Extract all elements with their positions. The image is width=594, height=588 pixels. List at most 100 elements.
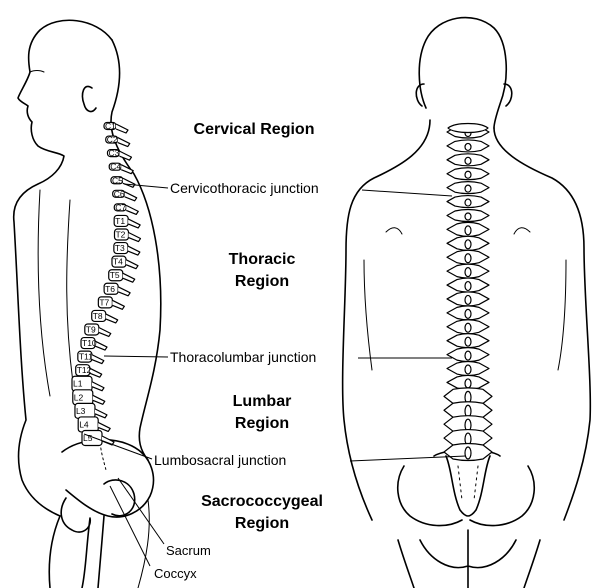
posterior-pelvis bbox=[398, 450, 535, 526]
posterior-head-outline bbox=[419, 18, 506, 128]
posterior-sacrum bbox=[446, 456, 490, 516]
lateral-spinous-process bbox=[128, 233, 140, 242]
thoracolumbar-leader-left bbox=[104, 356, 168, 357]
posterior-spinous-process bbox=[465, 351, 471, 360]
posterior-spinous-process bbox=[465, 226, 471, 235]
lateral-spinous-process bbox=[125, 192, 137, 201]
lateral-spinous-process bbox=[128, 219, 140, 228]
sacrum-label: Sacrum bbox=[166, 543, 211, 558]
sacrococcygeal-region-label-1: Sacrococcygeal bbox=[201, 493, 323, 510]
lumbar-region-label-2: Region bbox=[235, 415, 289, 432]
lateral-spinous-process bbox=[92, 382, 104, 391]
lateral-arm bbox=[38, 190, 74, 396]
vertebra-label-t12: T12 bbox=[77, 365, 92, 375]
vertebra-label-c7: C7 bbox=[115, 202, 126, 212]
lateral-spinous-process bbox=[119, 151, 131, 160]
posterior-spinous-process bbox=[465, 447, 471, 459]
vertebra-label-l2: L2 bbox=[74, 392, 84, 402]
posterior-legs bbox=[398, 540, 540, 588]
vertebra-label-t5: T5 bbox=[110, 270, 120, 280]
lateral-spinous-process bbox=[95, 409, 107, 418]
posterior-scapula-right bbox=[514, 228, 530, 234]
posterior-spinous-process bbox=[465, 365, 471, 374]
lateral-view: C1C2C3C4C5C6C7T1T2T3T4T5T6T7T8T9T10T11T1… bbox=[14, 20, 161, 588]
lateral-vertebra-labels: C1C2C3C4C5C6C7T1T2T3T4T5T6T7T8T9T10T11T1… bbox=[73, 121, 126, 443]
lateral-spinous-process bbox=[126, 260, 138, 269]
vertebra-label-t4: T4 bbox=[113, 257, 123, 267]
sacrococcygeal-region-label-2: Region bbox=[235, 515, 289, 532]
lateral-spinous-process bbox=[95, 341, 107, 350]
lateral-hip-socket bbox=[104, 480, 135, 516]
vertebra-label-c6: C6 bbox=[114, 189, 125, 199]
vertebra-label-t2: T2 bbox=[115, 230, 125, 240]
lateral-brow bbox=[30, 71, 44, 73]
vertebra-label-c2: C2 bbox=[107, 135, 118, 145]
posterior-spinous-process bbox=[465, 379, 471, 388]
lateral-spinous-process bbox=[116, 124, 128, 133]
lateral-ear bbox=[82, 86, 96, 111]
lateral-spinous-process bbox=[126, 205, 138, 214]
lateral-pelvis bbox=[62, 440, 153, 517]
vertebra-label-t9: T9 bbox=[86, 324, 96, 334]
lateral-spinous-process bbox=[118, 287, 130, 296]
lateral-spinous-process bbox=[123, 273, 135, 282]
lumbosacral-leader-right bbox=[350, 456, 466, 461]
lumbosacral-junction-label: Lumbosacral junction bbox=[154, 452, 286, 468]
posterior-spinous-process bbox=[465, 295, 471, 304]
coccyx-label: Coccyx bbox=[154, 566, 197, 581]
thoracic-region-label-2: Region bbox=[235, 273, 289, 290]
lateral-thigh-back bbox=[49, 516, 60, 588]
posterior-spinous-process bbox=[465, 309, 471, 318]
posterior-view bbox=[343, 18, 591, 588]
posterior-sacral-foramina bbox=[458, 466, 478, 500]
lateral-spinous-process bbox=[102, 436, 114, 445]
coccyx-leader bbox=[110, 486, 150, 566]
cervical-region-label: Cervical Region bbox=[194, 121, 315, 138]
vertebra-label-t7: T7 bbox=[99, 297, 109, 307]
lateral-spinous-process bbox=[128, 246, 140, 255]
vertebra-label-c5: C5 bbox=[112, 175, 123, 185]
posterior-buttocks bbox=[420, 530, 516, 588]
lateral-spinous-process bbox=[93, 395, 105, 404]
posterior-atlas bbox=[448, 124, 488, 133]
vertebra-label-l1: L1 bbox=[73, 379, 83, 389]
posterior-scapula-left bbox=[386, 228, 402, 234]
vertebra-label-l3: L3 bbox=[76, 406, 86, 416]
lateral-spinous-process bbox=[112, 300, 124, 309]
lumbar-region-label-1: Lumbar bbox=[233, 393, 292, 410]
lateral-spinous-process bbox=[99, 327, 111, 336]
vertebra-label-t10: T10 bbox=[82, 338, 97, 348]
cervicothoracic-junction-label: Cervicothoracic junction bbox=[170, 180, 319, 196]
posterior-spinous-process bbox=[465, 323, 471, 332]
cervicothoracic-leader-right bbox=[362, 190, 452, 196]
posterior-spinous-process bbox=[465, 282, 471, 291]
vertebra-label-t6: T6 bbox=[105, 284, 115, 294]
posterior-spinous-process bbox=[465, 254, 471, 263]
sacrum-leader bbox=[118, 478, 164, 544]
vertebra-label-t1: T1 bbox=[115, 216, 125, 226]
lateral-spinous-process bbox=[121, 165, 133, 174]
lateral-spinous-process bbox=[118, 138, 130, 147]
vertebra-label-t11: T11 bbox=[79, 352, 93, 362]
vertebra-label-c1: C1 bbox=[105, 121, 116, 131]
thoracolumbar-junction-label: Thoracolumbar junction bbox=[170, 349, 316, 365]
lateral-spinous-process bbox=[92, 355, 104, 364]
vertebra-label-l4: L4 bbox=[79, 419, 89, 429]
posterior-spinous-process bbox=[465, 337, 471, 346]
thoracic-region-label-1: Thoracic bbox=[229, 251, 296, 268]
posterior-spinous-process bbox=[465, 157, 471, 164]
vertebra-label-c4: C4 bbox=[110, 162, 121, 172]
lateral-spinous-process bbox=[123, 178, 135, 187]
posterior-vertebral-column bbox=[444, 124, 492, 461]
vertebra-label-c3: C3 bbox=[108, 148, 119, 158]
vertebra-label-t3: T3 bbox=[115, 243, 125, 253]
lumbosacral-leader-left bbox=[84, 434, 152, 459]
posterior-spinous-process bbox=[465, 171, 471, 178]
posterior-spinous-process bbox=[465, 143, 471, 150]
posterior-spinous-process bbox=[465, 185, 471, 192]
lateral-buttock bbox=[138, 500, 149, 588]
vertebra-label-t8: T8 bbox=[93, 311, 103, 321]
posterior-spinous-process bbox=[465, 199, 471, 206]
